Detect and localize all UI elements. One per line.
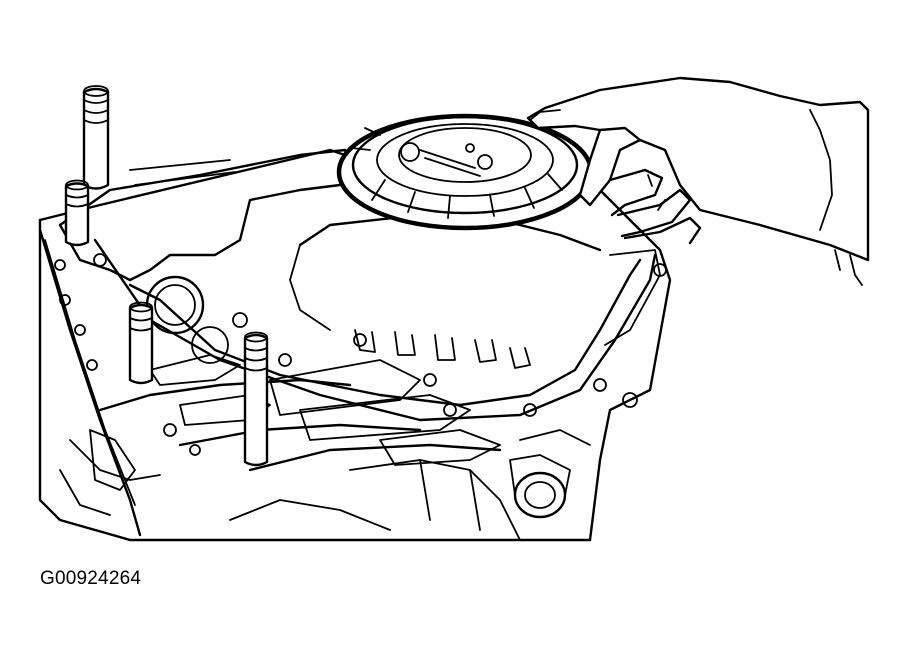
bolt-holes	[54, 253, 667, 456]
main-bore	[145, 275, 205, 335]
stud-pins	[64, 85, 269, 467]
piston-assembly	[336, 113, 594, 231]
case-body	[38, 148, 672, 542]
transmission-case-illustration	[38, 76, 870, 542]
figure-id-label: G00924264	[40, 568, 142, 589]
output-boss	[509, 454, 571, 519]
clutch-teeth	[354, 329, 531, 369]
hand	[526, 76, 870, 286]
valve-body-plate	[58, 148, 661, 472]
